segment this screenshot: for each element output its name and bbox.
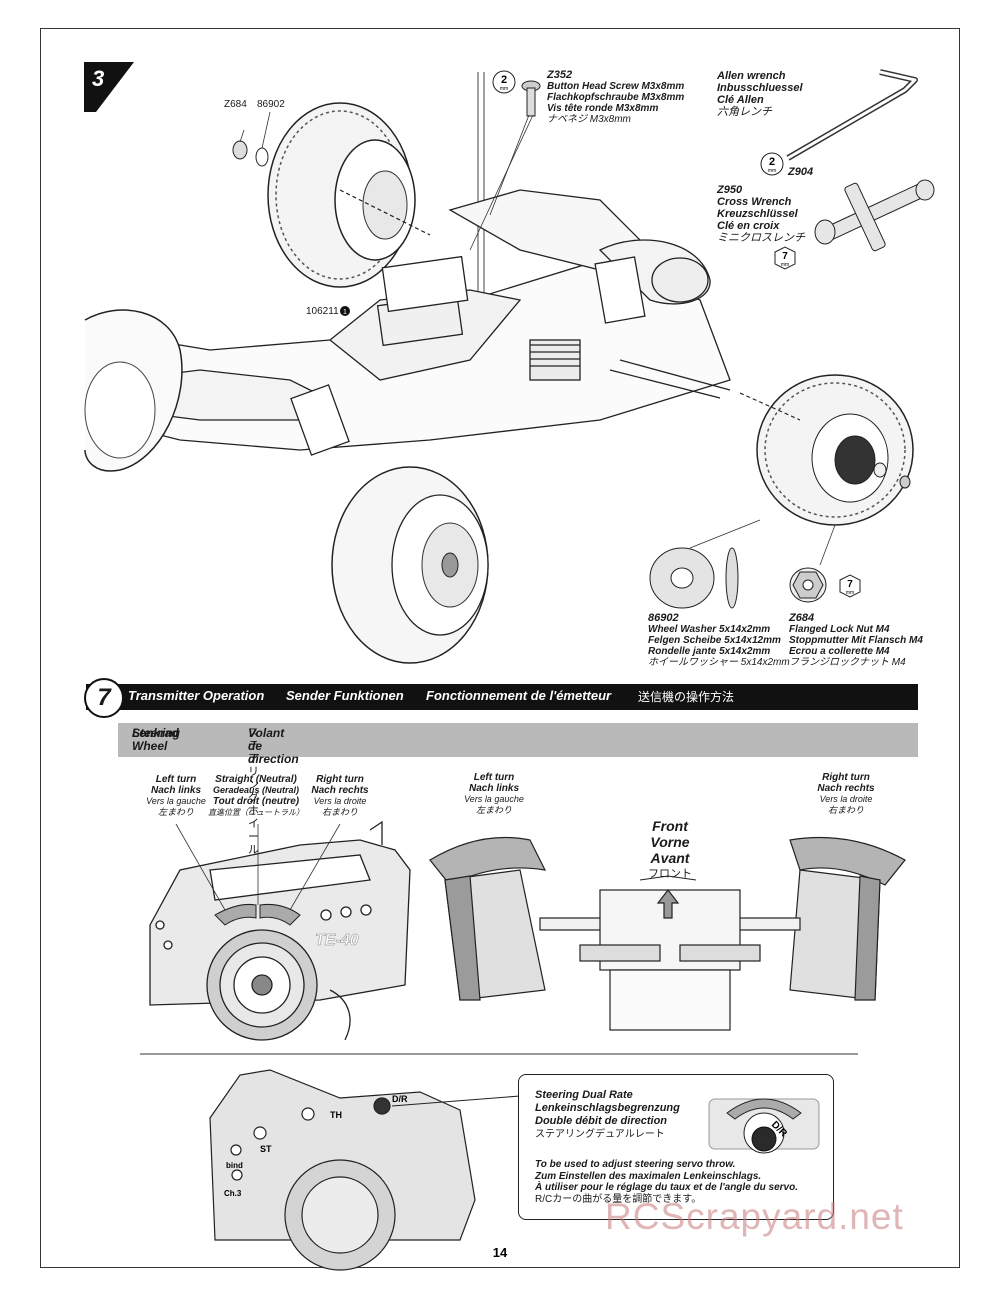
desc-line: Felgen Scheibe 5x14x12mm xyxy=(648,635,781,646)
svg-text:mm: mm xyxy=(846,590,854,596)
dual-rate-title: Steering Dual Rate Lenkeinschlagsbegrenz… xyxy=(535,1089,680,1140)
part-code: Z684 xyxy=(789,612,815,624)
straight-label: Straight (Neutral)Geradeaus (Neutral) To… xyxy=(208,774,304,817)
hex-size-badge: 7 mm xyxy=(774,246,796,270)
left-arrow-icon xyxy=(214,904,257,926)
part-code: 86902 xyxy=(648,612,679,624)
desc-line: フランジロックナット M4 xyxy=(789,657,906,668)
step-badge xyxy=(84,62,134,112)
svg-text:2: 2 xyxy=(769,156,775,168)
desc-line: Button Head Screw M3x8mm xyxy=(547,81,685,92)
subsection-text: Volant de direction xyxy=(248,726,299,766)
desc-line: Flanged Lock Nut M4 xyxy=(789,624,890,635)
desc-line: 六角レンチ xyxy=(717,106,772,118)
section-title-fr: Fonctionnement de l'émetteur xyxy=(426,688,612,703)
part-label-z684: Z684 xyxy=(224,99,247,110)
hex-size-badge: 2 mm xyxy=(760,152,784,176)
hex-size-badge: 7 mm xyxy=(839,574,861,598)
car-front-view xyxy=(429,836,906,1031)
th-label: TH xyxy=(330,1110,342,1120)
svg-text:mm: mm xyxy=(781,262,789,268)
right-arrow-icon xyxy=(259,904,301,926)
page-frame xyxy=(40,28,960,1268)
desc-line: ミニクロスレンチ xyxy=(717,232,805,244)
subsection-text: Steering Wheel xyxy=(132,726,181,753)
subsection-header: Steering Wheel Lenkrad Volant de directi… xyxy=(118,723,918,856)
leader-line xyxy=(391,1095,521,1107)
desc-line: ナベネジ M3x8mm xyxy=(547,114,631,125)
desc-line: Kreuzschlüssel xyxy=(717,208,798,220)
transmitter xyxy=(149,820,411,1041)
part-label-86902: 86902 xyxy=(257,99,285,110)
rear-tire-left xyxy=(84,309,183,472)
section-number: 7 xyxy=(97,684,111,711)
svg-text:2: 2 xyxy=(501,74,507,86)
qty-badge xyxy=(340,306,350,316)
rotate-arrow-icon xyxy=(726,1098,802,1120)
section-number-badge: 7 xyxy=(84,678,124,718)
desc-line: Stoppmutter Mit Flansch M4 xyxy=(789,635,923,646)
svg-text:7: 7 xyxy=(782,251,788,262)
part-label-106211: 106211 xyxy=(306,306,339,317)
screw-icon xyxy=(469,80,541,251)
step3-illustration: 3 xyxy=(84,62,935,664)
part-code: Z352 xyxy=(547,69,573,81)
z352-label: Z352 Button Head Screw M3x8mm Flachkopfs… xyxy=(547,69,685,126)
st-label: ST xyxy=(260,1144,272,1154)
subsection-text: ステアリングホイール xyxy=(248,727,259,856)
desc-line: Rondelle jante 5x14x2mm xyxy=(648,646,771,657)
desc-line: Flachkopfschraube M3x8mm xyxy=(547,92,685,103)
flanged-lock-nut-icon xyxy=(789,567,827,603)
dr-knob-illustration: D/R xyxy=(708,1098,820,1154)
dr-label: D/R xyxy=(392,1094,408,1104)
ch3-label: Ch.3 xyxy=(224,1189,242,1198)
dual-rate-desc: To be used to adjust steering servo thro… xyxy=(535,1159,798,1205)
wheel-washer-label: 86902 Wheel Washer 5x14x2mm Felgen Schei… xyxy=(648,612,790,669)
hex-size-badge: 2 mm xyxy=(492,70,516,94)
desc-line: Inbusschluessel xyxy=(717,82,803,94)
cross-wrench-label: Z950 Cross Wrench Kreuzschlüssel Clé en … xyxy=(717,184,805,244)
desc-line: Allen wrench xyxy=(717,70,786,82)
page-number: 14 xyxy=(493,1245,508,1260)
desc-line: Cross Wrench xyxy=(717,196,792,208)
watermark: RCScrapyard.net xyxy=(605,1196,904,1237)
qty-number: 1 xyxy=(343,309,347,316)
section-title-en: Transmitter Operation xyxy=(128,688,265,703)
svg-text:mm: mm xyxy=(500,86,508,92)
section-title-de: Sender Funktionen xyxy=(286,688,404,703)
transmitter-logo: TE-40 xyxy=(315,932,359,949)
front-tire-left xyxy=(331,466,489,664)
desc-line: ホイールワッシャー 5x14x2mm xyxy=(648,657,790,668)
dual-rate-callout: Steering Dual Rate Lenkeinschlagsbegrenz… xyxy=(518,1074,834,1220)
desc-line: Ecrou a collerette M4 xyxy=(789,646,890,657)
svg-text:mm: mm xyxy=(768,168,776,174)
step-number: 3 xyxy=(92,66,104,91)
desc-line: Clé en croix xyxy=(717,220,780,232)
desc-line: Clé Allen xyxy=(717,94,764,106)
bind-label: bind xyxy=(226,1161,243,1170)
svg-text:7: 7 xyxy=(847,579,853,590)
section-title-ja: 送信機の操作方法 xyxy=(638,690,735,704)
part-label-z904: Z904 xyxy=(788,166,814,178)
transmitter-closeup xyxy=(209,1069,476,1271)
part-code: Z950 xyxy=(717,184,743,196)
section-header: Transmitter Operation Sender Funktionen … xyxy=(86,684,918,710)
subsection-text: Lenkrad xyxy=(132,726,179,740)
allen-wrench-label: Allen wrench Inbusschluessel Clé Allen 六… xyxy=(717,70,803,118)
desc-line: Wheel Washer 5x14x2mm xyxy=(648,624,771,635)
lock-nut-label: Z684 Flanged Lock Nut M4 Stoppmutter Mit… xyxy=(789,612,923,669)
desc-line: Vis tête ronde M3x8mm xyxy=(547,103,659,114)
cross-wrench-icon xyxy=(814,179,935,252)
front-tire-right xyxy=(739,374,914,526)
front-arrow-icon xyxy=(639,875,697,881)
rear-tire-upper xyxy=(267,102,416,288)
wheel-washer-icon xyxy=(649,547,739,609)
